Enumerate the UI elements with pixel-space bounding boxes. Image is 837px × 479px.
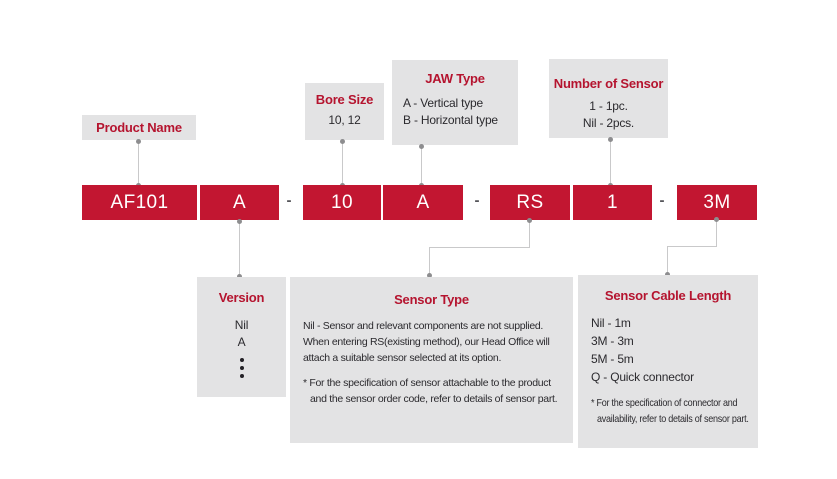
version-option: A xyxy=(237,335,246,349)
sensor-type-note: * For the specification of sensor attach… xyxy=(303,377,558,405)
panel-sensor-type-title: Sensor Type xyxy=(394,292,469,307)
connector-line xyxy=(667,246,668,275)
code-segment-product: AF101 xyxy=(82,185,197,220)
panel-version-title: Version xyxy=(218,290,265,305)
connector-line xyxy=(667,246,717,247)
version-option: Nil xyxy=(234,318,249,332)
code-segment-sensor-count: 1 xyxy=(573,185,652,220)
panel-version: Version Nil A xyxy=(197,277,286,397)
label-number-of-sensor-title: Number of Sensor xyxy=(553,76,664,91)
connector-line xyxy=(429,247,530,248)
connector-line xyxy=(421,146,422,186)
connector-line xyxy=(138,141,139,186)
connector-dot xyxy=(136,139,141,144)
panel-sensor-cable-length: Sensor Cable Length Nil - 1m 3M - 3m 5M … xyxy=(578,275,758,448)
code-segment-version: A xyxy=(200,185,279,220)
jaw-type-option: A - Vertical type xyxy=(403,96,483,110)
label-jaw-type: JAW Type A - Vertical type B - Horizonta… xyxy=(392,60,518,145)
connector-dot xyxy=(419,144,424,149)
cable-length-option: Q - Quick connector xyxy=(591,370,694,384)
label-product-name-title: Product Name xyxy=(96,120,182,135)
connector-dot xyxy=(237,219,242,224)
jaw-type-option: B - Horizontal type xyxy=(403,113,498,127)
vertical-ellipsis-icon xyxy=(197,358,286,378)
cable-length-option: 5M - 5m xyxy=(591,352,634,366)
label-jaw-type-title: JAW Type xyxy=(425,71,485,86)
label-number-of-sensor: Number of Sensor 1 - 1pc. Nil - 2pcs. xyxy=(549,59,668,138)
connector-line xyxy=(239,220,240,277)
code-separator: - xyxy=(659,192,665,209)
sensor-count-option: Nil - 2pcs. xyxy=(582,116,635,130)
cable-length-option: 3M - 3m xyxy=(591,334,634,348)
connector-dot xyxy=(714,217,719,222)
connector-dot xyxy=(608,137,613,142)
connector-dot xyxy=(237,274,242,279)
cable-length-note: * For the specification of connector and… xyxy=(591,397,749,425)
label-bore-size: Bore Size 10, 12 xyxy=(305,83,384,140)
panel-sensor-cable-length-title: Sensor Cable Length xyxy=(604,288,732,303)
panel-sensor-type: Sensor Type Nil - Sensor and relevant co… xyxy=(290,277,573,443)
label-bore-size-title: Bore Size xyxy=(315,92,374,107)
code-separator: - xyxy=(474,192,480,209)
connector-dot xyxy=(427,273,432,278)
connector-line xyxy=(716,219,717,247)
label-product-name: Product Name xyxy=(82,115,196,140)
code-separator: - xyxy=(286,192,292,209)
connector-dot xyxy=(527,218,532,223)
sensor-count-option: 1 - 1pc. xyxy=(589,99,628,113)
connector-dot xyxy=(340,139,345,144)
code-segment-sensor-type: RS xyxy=(490,185,570,220)
cable-length-option: Nil - 1m xyxy=(591,316,631,330)
connector-line xyxy=(610,140,611,186)
sensor-type-description: Nil - Sensor and relevant components are… xyxy=(303,320,550,364)
connector-line xyxy=(342,141,343,186)
code-segment-bore-size: 10 xyxy=(303,185,381,220)
code-segment-cable-length: 3M xyxy=(677,185,757,220)
connector-line xyxy=(429,247,430,277)
bore-size-values: 10, 12 xyxy=(328,113,361,127)
connector-line xyxy=(529,220,530,248)
code-segment-jaw-type: A xyxy=(383,185,463,220)
connector-dot xyxy=(665,272,670,277)
